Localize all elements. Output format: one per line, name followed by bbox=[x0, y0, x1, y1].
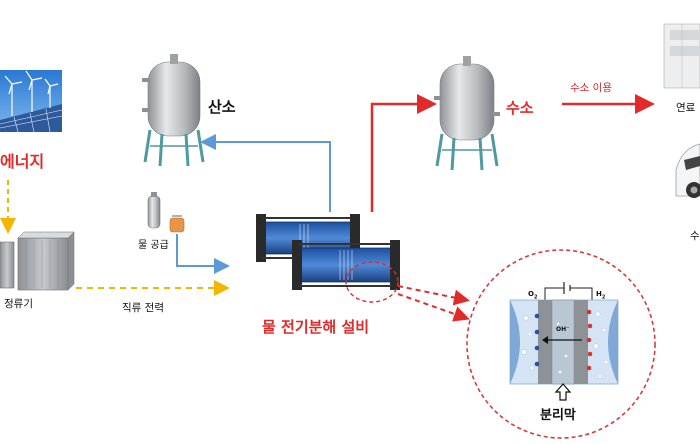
energy-label: 에너지 bbox=[0, 152, 45, 171]
electrolysis-stack-icon bbox=[256, 214, 400, 303]
fuel-cell-label-partial: 연료 bbox=[676, 102, 696, 114]
hydrogen-flow-arrow bbox=[370, 94, 437, 212]
zoom-arrow-upper bbox=[397, 285, 470, 306]
oxygen-flow-arrow bbox=[200, 134, 331, 212]
oxygen-tank-icon bbox=[142, 54, 205, 167]
zoom-arrow-lower bbox=[397, 293, 470, 322]
membrane-label: 분리막 bbox=[540, 408, 576, 423]
renewable-energy-image bbox=[0, 70, 63, 133]
water-supply-icon bbox=[147, 192, 185, 233]
electrolysis-label: 물 전기분해 설비 bbox=[262, 318, 370, 336]
hydroxide-ion-label: OH⁻ bbox=[556, 326, 570, 333]
o2-label: O2 bbox=[528, 290, 538, 301]
o2-subscript: 2 bbox=[533, 294, 538, 301]
fuel-cell-equipment-partial bbox=[663, 23, 700, 89]
hydrogen-tank-icon bbox=[434, 56, 500, 171]
h2-subscript: 2 bbox=[601, 294, 606, 301]
vehicle-label-partial: 수 bbox=[690, 230, 700, 242]
water-supply-label: 물 공급 bbox=[138, 240, 169, 251]
oxygen-label: 산소 bbox=[208, 98, 236, 116]
hydrogen-vehicle-partial bbox=[675, 143, 700, 198]
hydrogen-label: 수소 bbox=[506, 99, 534, 117]
h2-label: H2 bbox=[596, 290, 606, 301]
cell-detail-illustration bbox=[509, 282, 619, 401]
rectifier-icon bbox=[0, 231, 75, 291]
rectifier-label: 정류기 bbox=[4, 298, 33, 310]
hydrogen-use-label: 수소 이용 bbox=[570, 82, 612, 94]
water-supply-arrow bbox=[176, 234, 230, 274]
dc-power-label: 직류 전력 bbox=[122, 302, 164, 314]
